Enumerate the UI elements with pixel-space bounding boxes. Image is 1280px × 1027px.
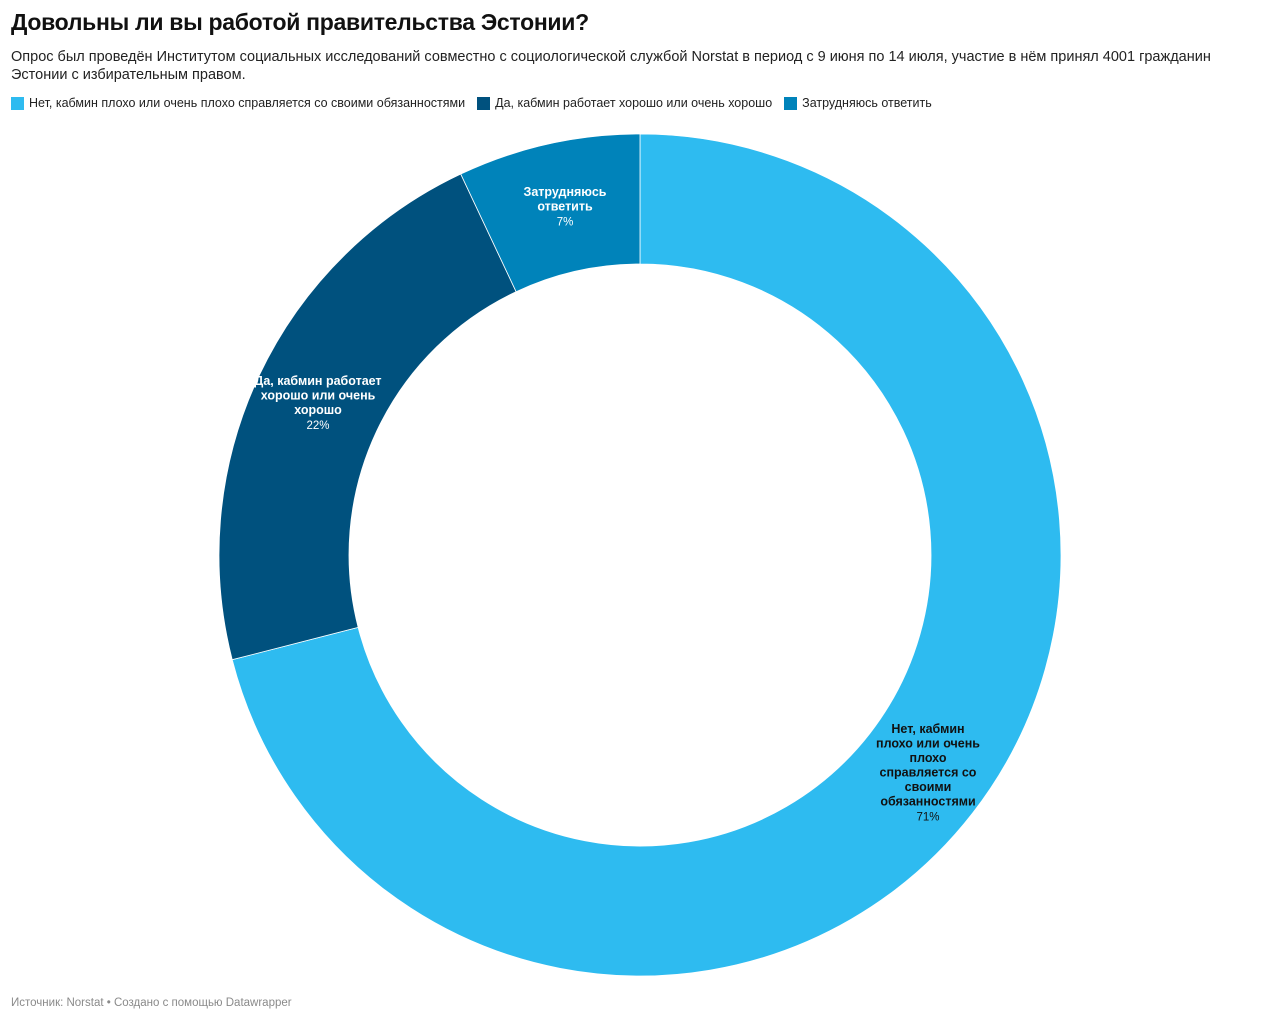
donut-slice-no (231, 133, 1062, 977)
slice-value-yes: 22% (306, 420, 329, 432)
legend-label-unsure: Затрудняюсь ответить (802, 96, 932, 110)
legend-item-unsure: Затрудняюсь ответить (784, 96, 932, 110)
chart-subtitle: Опрос был проведён Институтом социальных… (11, 49, 1211, 83)
legend-label-no: Нет, кабмин плохо или очень плохо справл… (29, 96, 466, 110)
legend-label-yes: Да, кабмин работает хорошо или очень хор… (495, 96, 773, 110)
legend-swatch-no (11, 96, 24, 110)
legend: Нет, кабмин плохо или очень плохо справл… (11, 96, 944, 110)
chart-title: Довольны ли вы работой правительства Эст… (11, 9, 589, 35)
slice-value-no: 71% (916, 812, 939, 824)
source-footer: Источник: Norstat • Создано с помощью Da… (11, 997, 292, 1009)
donut-slice-unsure (460, 133, 641, 293)
slice-value-unsure: 7% (557, 217, 574, 229)
legend-swatch-unsure (784, 96, 798, 110)
donut-slice-yes (218, 173, 517, 661)
legend-item-no: Нет, кабмин плохо или очень плохо справл… (11, 96, 465, 110)
legend-item-yes: Да, кабмин работает хорошо или очень хор… (477, 96, 772, 110)
legend-swatch-yes (477, 96, 491, 110)
